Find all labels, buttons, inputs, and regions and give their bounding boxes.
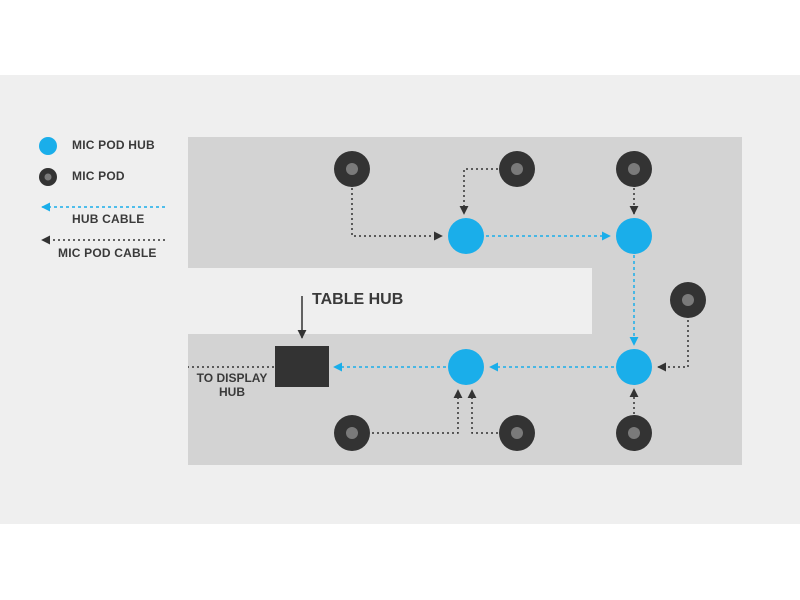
to-display-hub-line1: TO DISPLAY [196,371,268,385]
legend-hub-icon [39,137,57,155]
mic-pod-center [346,163,358,175]
mic-pod-center [511,427,523,439]
table-hub-label: TABLE HUB [312,291,404,308]
legend-pod-icon-center [44,173,52,181]
table-hub [275,346,329,387]
to-display-hub-line2: HUB [219,385,245,399]
mic-pod-center [511,163,523,175]
mic-pod-hub [616,349,652,385]
mic-pod-center [628,163,640,175]
mic-pod-center [628,427,640,439]
mic-pod-cable [467,389,498,434]
mic-pod-hub [616,218,652,254]
mic-pod-hub [448,218,484,254]
legend-mic-pod-cable-label: MIC POD CABLE [58,246,157,260]
conference-table [188,137,742,465]
mic-pod-cable [657,320,689,372]
mic-pod-center [346,427,358,439]
legend-mic-pod-hub-label: MIC POD HUB [72,138,155,152]
mic-pod-hub [448,349,484,385]
mic-pod-cable [351,188,443,241]
mic-pod-center [682,294,694,306]
mic-pod-cable [372,389,463,434]
mic-pod-cable [459,168,498,215]
legend-hub-cable-label: HUB CABLE [72,212,145,226]
to-display-hub-label: TO DISPLAY HUB [196,371,268,399]
legend-mic-pod-label: MIC POD [72,169,125,183]
